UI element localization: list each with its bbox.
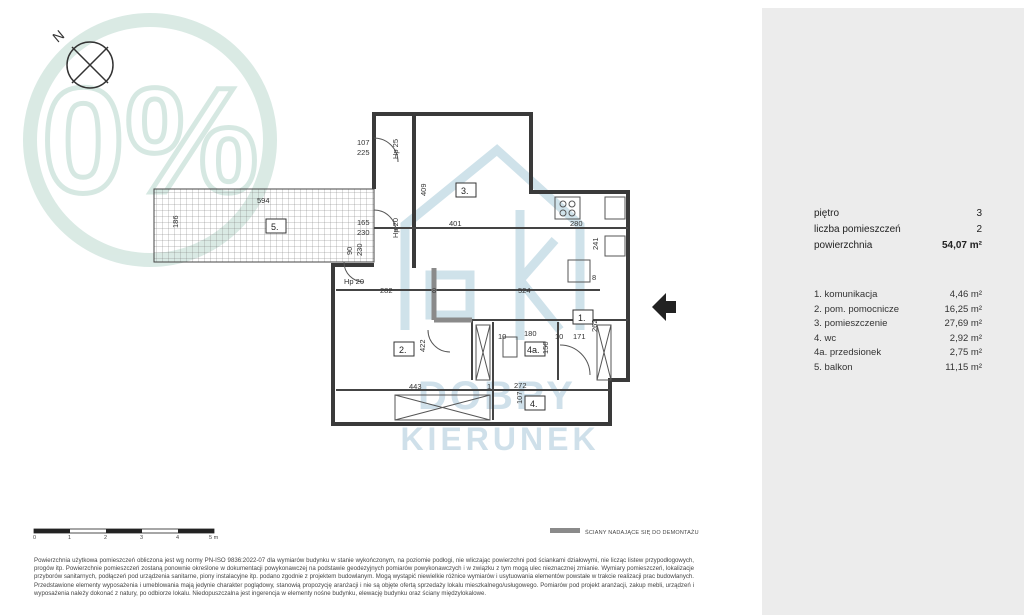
room-area: 16,25 m² xyxy=(944,303,983,315)
dim-524: 524 xyxy=(518,286,531,295)
room-list: 1. komunikacja 4,46 m² 2. pom. pomocnicze… xyxy=(814,288,982,375)
dim-230: 230 xyxy=(357,228,370,237)
dim-107b: 107 xyxy=(515,391,524,404)
watermark-brand-bottom: KIERUNEK xyxy=(400,421,599,457)
dim-10a: 10 xyxy=(498,332,506,341)
removable-walls xyxy=(431,268,472,323)
dim-422: 422 xyxy=(418,339,427,352)
room-label-5: 5. xyxy=(271,222,279,232)
dim-280: 280 xyxy=(570,219,583,228)
entrance-arrow-icon xyxy=(652,293,676,321)
dim-165: 165 xyxy=(357,218,370,227)
list-item: 5. balkon 11,15 m² xyxy=(814,361,982,376)
room-name: 4a. przedsionek xyxy=(814,347,882,358)
dim-186: 186 xyxy=(171,215,180,228)
dim-8b: 8 xyxy=(592,273,596,282)
stat-rooms-count-value: 2 xyxy=(976,224,982,235)
room-label-4: 4. xyxy=(530,399,538,409)
scale-tick-0: 0 xyxy=(33,535,37,541)
stat-floor-label: piętro xyxy=(814,208,840,219)
walls xyxy=(331,112,630,426)
room-name: 2. pom. pomocnicze xyxy=(814,303,900,315)
dim-230b: 230 xyxy=(355,243,364,256)
room-area: 2,75 m² xyxy=(949,347,982,358)
room-area: 2,92 m² xyxy=(949,332,982,344)
scale-tick-2: 2 xyxy=(104,535,108,541)
dim-272: 272 xyxy=(514,381,527,390)
stat-area: powierzchnia 54,07 m² xyxy=(814,238,982,254)
stats: piętro 3 liczba pomieszczeń 2 powierzchn… xyxy=(814,206,982,254)
stat-floor: piętro 3 xyxy=(814,206,982,222)
watermark-logo xyxy=(400,144,585,340)
legend-swatch xyxy=(550,528,580,533)
door-hp20a: Hp 20 xyxy=(391,218,400,238)
scale-tick-5: 5 m xyxy=(209,535,219,541)
list-item: 4. wc 2,92 m² xyxy=(814,332,982,347)
stat-rooms-count: liczba pomieszczeń 2 xyxy=(814,222,982,238)
dim-443: 443 xyxy=(409,382,422,391)
door-hp25: Hp 25 xyxy=(391,139,400,159)
door-hp20b: Hp 20 xyxy=(344,277,364,286)
scale-bar xyxy=(33,528,215,534)
dim-1: 1 xyxy=(487,382,491,391)
list-item: 3. pomieszczenie 27,69 m² xyxy=(814,317,982,332)
watermark-brand-top: DOBRY xyxy=(418,374,576,418)
dim-180: 180 xyxy=(524,329,537,338)
scale-tick-4: 4 xyxy=(176,535,180,541)
room-area: 11,15 m² xyxy=(945,361,982,373)
room-name: 5. balkon xyxy=(814,361,853,373)
list-item: 2. pom. pomocnicze 16,25 m² xyxy=(814,303,982,318)
stat-area-label: powierzchnia xyxy=(814,240,873,251)
room-name: 4. wc xyxy=(814,332,837,344)
legend-text: ŚCIANY NADAJĄCE SIĘ DO DEMONTAŻU xyxy=(585,530,699,536)
dim-90: 90 xyxy=(345,247,354,255)
dim-10b: 10 xyxy=(555,332,563,341)
scale-tick-1: 1 xyxy=(68,535,72,541)
dim-107: 107 xyxy=(357,138,370,147)
fixtures xyxy=(343,137,626,421)
room-area: 4,46 m² xyxy=(949,289,982,300)
dim-241: 241 xyxy=(591,237,600,250)
dim-225: 225 xyxy=(357,148,370,157)
info-panel: piętro 3 liczba pomieszczeń 2 powierzchn… xyxy=(762,8,1024,615)
list-item: 1. komunikacja 4,46 m² xyxy=(814,288,982,303)
dim-401: 401 xyxy=(449,219,462,228)
compass-north: N xyxy=(49,27,67,46)
room-area: 27,69 m² xyxy=(944,318,983,329)
balcony xyxy=(153,188,375,263)
dim-594: 594 xyxy=(257,196,270,205)
list-item: 4a. przedsionek 2,75 m² xyxy=(814,346,982,361)
room-label-1: 1. xyxy=(578,313,586,323)
room-label-2: 2. xyxy=(399,345,407,355)
dim-409: 409 xyxy=(419,183,428,196)
room-label-3: 3. xyxy=(461,186,469,196)
dim-150: 150 xyxy=(541,341,550,354)
dim-282: 282 xyxy=(380,286,393,295)
room-name: 1. komunikacja xyxy=(814,289,878,300)
stat-rooms-count-label: liczba pomieszczeń xyxy=(814,224,901,235)
scale-tick-3: 3 xyxy=(140,535,144,541)
room-label-4a: 4a. xyxy=(527,345,540,355)
dim-8a: 8 xyxy=(432,286,436,295)
stat-floor-value: 3 xyxy=(976,208,982,219)
dim-262: 262 xyxy=(590,319,599,332)
room-name: 3. pomieszczenie xyxy=(814,318,888,329)
disclaimer-text: Powierzchnia użytkowa pomieszczeń oblicz… xyxy=(34,557,694,597)
dim-171: 171 xyxy=(573,332,586,341)
stat-area-value: 54,07 m² xyxy=(941,240,982,251)
